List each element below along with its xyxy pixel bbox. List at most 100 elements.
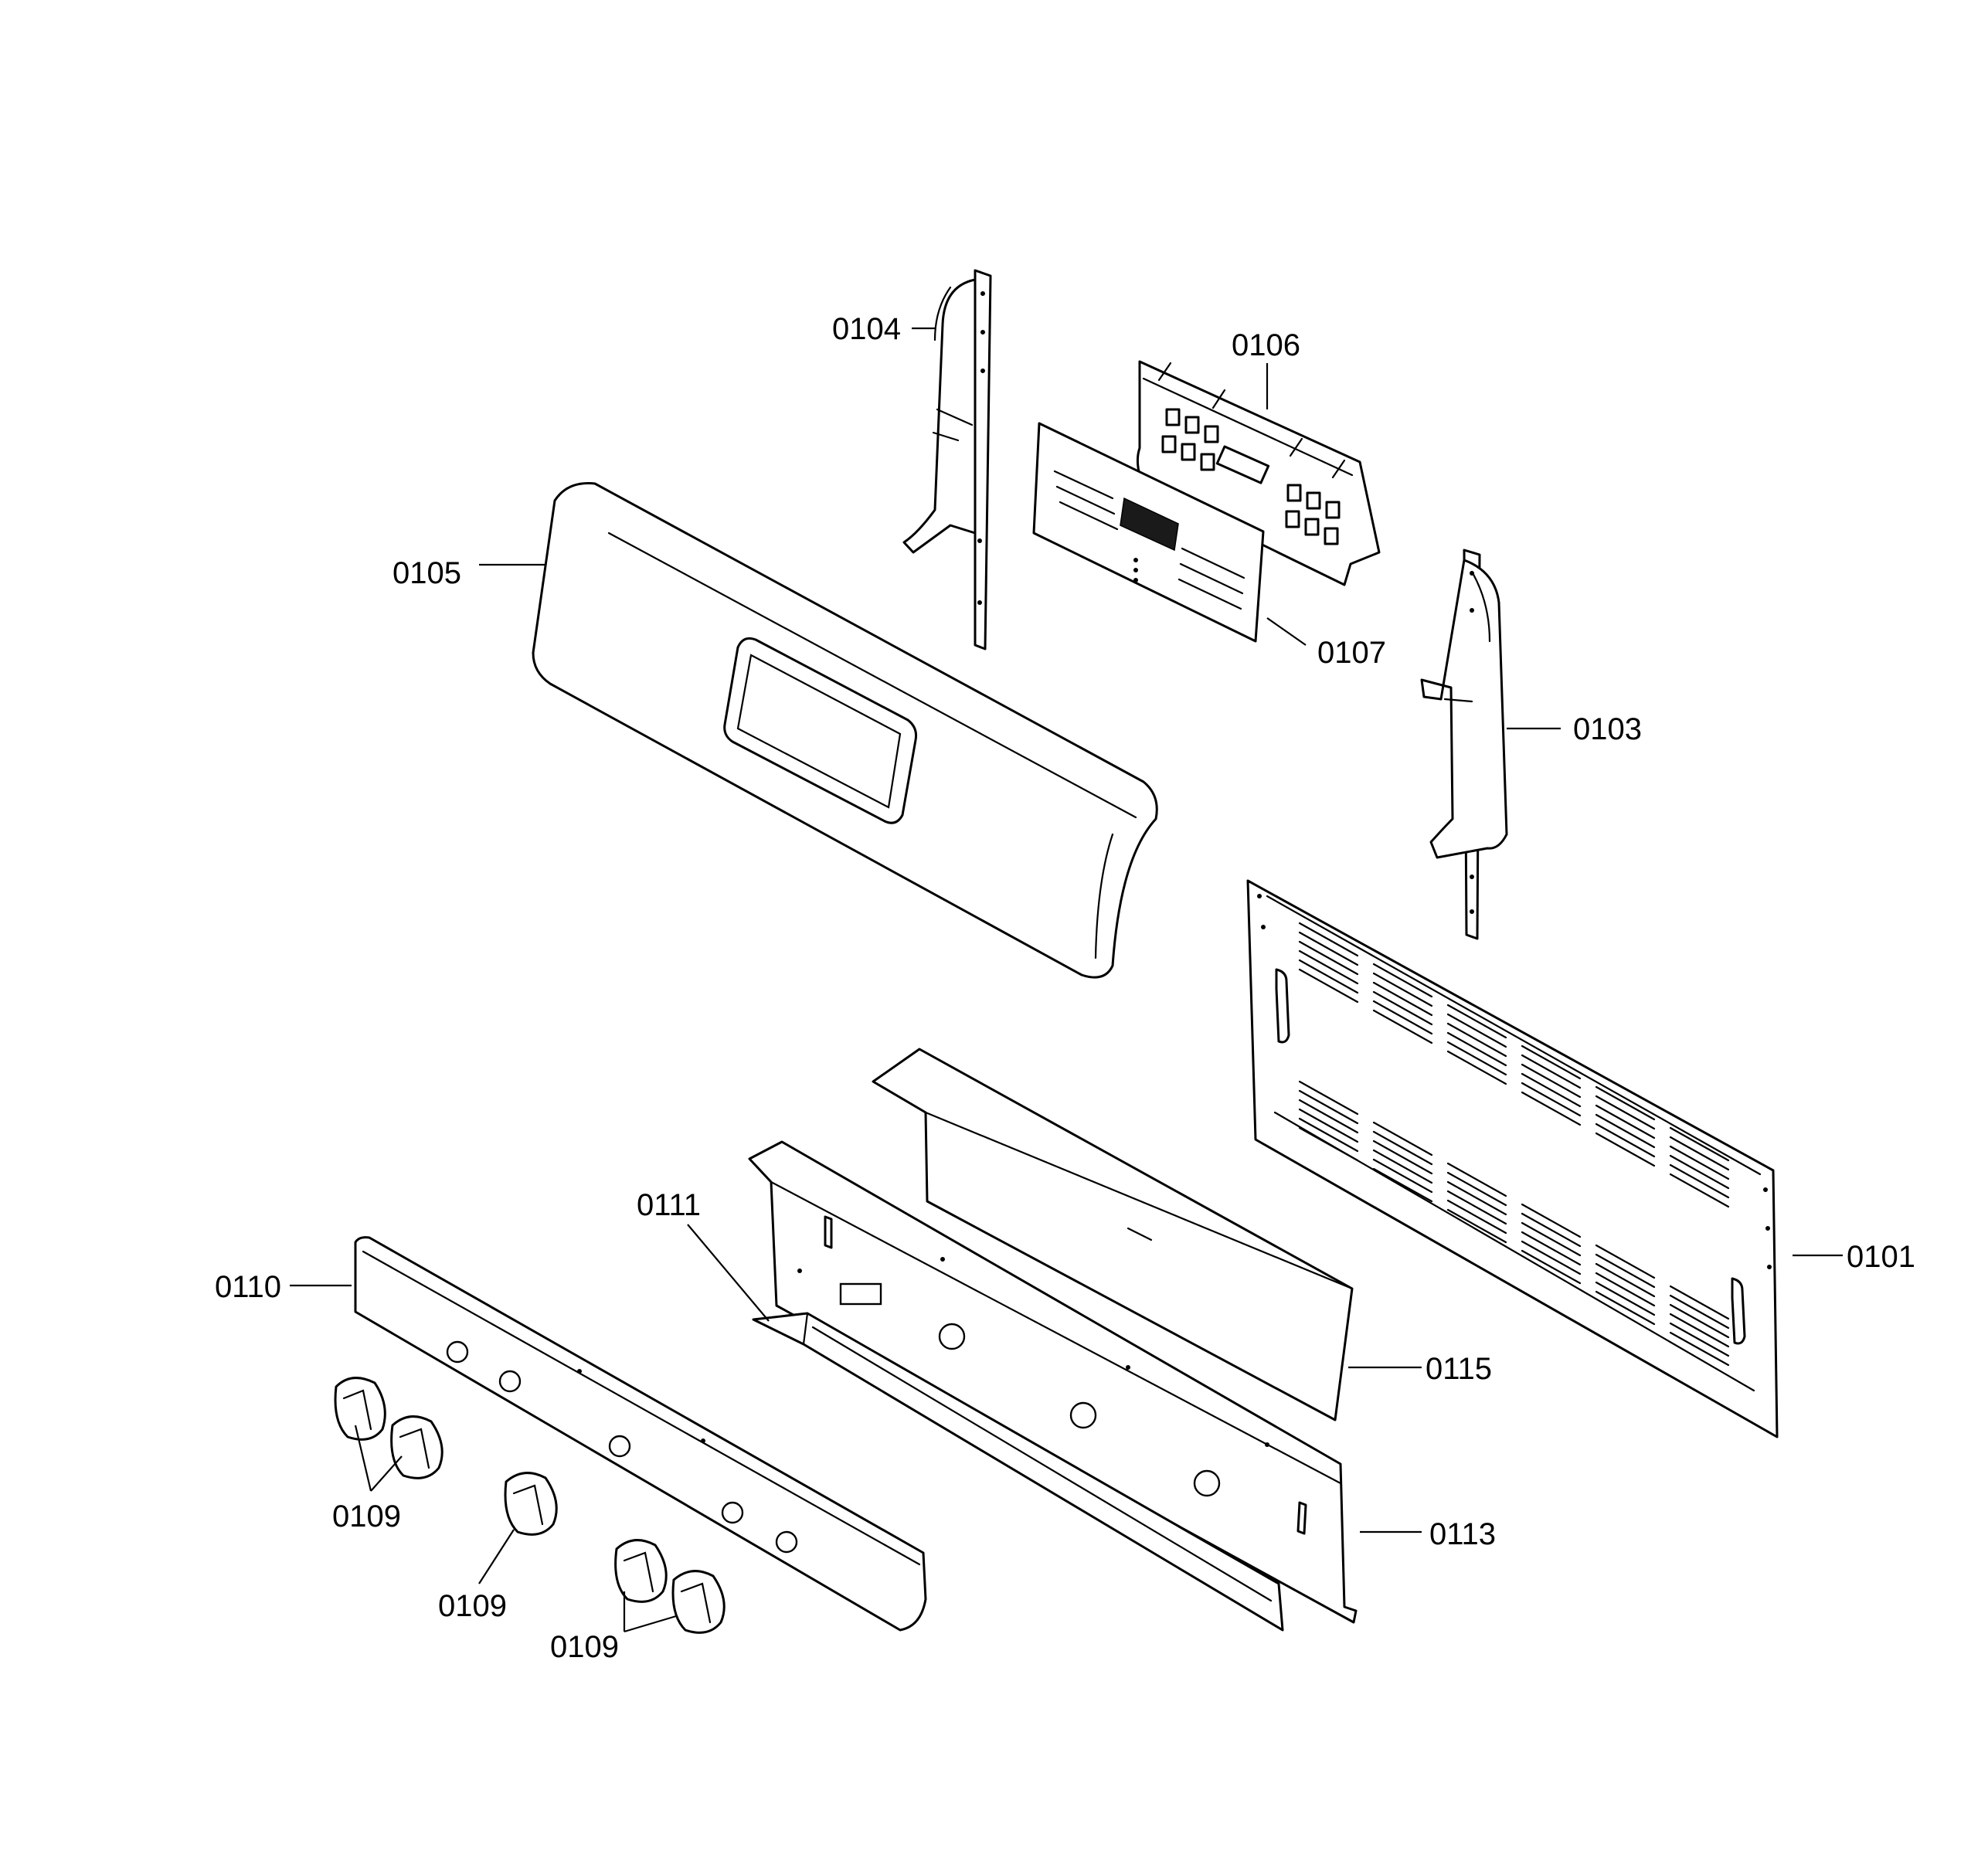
vent-slot: [1446, 1041, 1507, 1076]
knob-3: [504, 1472, 558, 1536]
vent-slot: [1521, 1231, 1582, 1266]
vent-slot: [1595, 1290, 1656, 1326]
callout-0104: 0104: [832, 312, 901, 346]
vent-slot: [1521, 1054, 1582, 1089]
callout-0101: 0101: [1847, 1240, 1915, 1274]
vent-slot: [1298, 959, 1359, 994]
part-0101-rear-panel: [1246, 879, 1779, 1438]
callout-0107: 0107: [1317, 636, 1386, 670]
vent-slot: [1298, 940, 1359, 976]
vent-slot: [1595, 1244, 1656, 1279]
vent-slot: [1595, 1095, 1656, 1130]
callout-0110: 0110: [215, 1270, 281, 1304]
knob-4: [614, 1539, 668, 1603]
vent-slot: [1298, 1108, 1359, 1143]
vent-slot: [1372, 1121, 1433, 1156]
vent-slot: [1298, 1089, 1359, 1125]
vent-slot: [1446, 1190, 1507, 1225]
vent-slot: [1521, 1212, 1582, 1248]
part-0109-knobs: [334, 1377, 726, 1634]
vent-slot: [1669, 1173, 1730, 1208]
vent-slot: [1446, 1171, 1507, 1207]
vent-slot: [1595, 1113, 1656, 1149]
vent-slot: [1595, 1262, 1656, 1298]
callout-0115: 0115: [1426, 1352, 1492, 1386]
vent-slot: [1372, 1130, 1433, 1166]
vent-slot: [1298, 949, 1359, 985]
vent-slot: [1446, 1199, 1507, 1235]
vent-slot: [1595, 1253, 1656, 1289]
vent-slot: [1669, 1163, 1730, 1199]
callout-0109-c: 0109: [550, 1630, 619, 1664]
vent-slot: [1372, 1139, 1433, 1175]
vent-slot: [1298, 922, 1359, 957]
part-0115-heat-shield: [872, 1048, 1354, 1421]
rear-panel-vents: [1298, 922, 1730, 1367]
callout-0103: 0103: [1573, 712, 1642, 746]
vent-slot: [1372, 1009, 1433, 1044]
vent-slot: [1521, 1091, 1582, 1126]
vent-slot: [1521, 1203, 1582, 1238]
vent-slot: [1446, 1013, 1507, 1048]
vent-slot: [1298, 1117, 1359, 1153]
vent-slot: [1669, 1303, 1730, 1339]
vent-slot: [1298, 968, 1359, 1004]
vent-slot: [1595, 1104, 1656, 1139]
leader-lines: [290, 327, 1843, 1633]
vent-slot: [1372, 1000, 1433, 1035]
vent-slot: [1669, 1313, 1730, 1348]
vent-slot: [1372, 963, 1433, 998]
vent-slot: [1446, 1162, 1507, 1197]
vent-slot: [1669, 1331, 1730, 1367]
vent-slot: [1595, 1132, 1656, 1167]
vent-slot: [1521, 1221, 1582, 1257]
callout-0105: 0105: [393, 556, 461, 590]
part-0103-right-end-bracket: [1420, 549, 1508, 940]
vent-slot: [1669, 1154, 1730, 1190]
part-0110-control-panel: [354, 1236, 927, 1632]
part-0105-backguard-panel: [532, 481, 1158, 979]
vent-slot: [1669, 1294, 1730, 1330]
part-0107-control-overlay: [1032, 422, 1265, 643]
callout-0111: 0111: [637, 1188, 701, 1222]
vent-slot: [1521, 1082, 1582, 1117]
vent-slot: [1372, 1149, 1433, 1184]
vent-slot: [1372, 990, 1433, 1026]
vent-slot: [1298, 1099, 1359, 1134]
vent-slot: [1372, 981, 1433, 1017]
vent-slot: [1669, 1145, 1730, 1180]
part-0113-manifold-panel: [748, 1140, 1358, 1624]
vent-slot: [1446, 1031, 1507, 1067]
callout-labels: 0104 0106 0105 0107 0103 0101 0111 0110 …: [215, 312, 1915, 1664]
vent-slot: [1595, 1122, 1656, 1158]
callout-0109-a: 0109: [332, 1499, 401, 1533]
vent-slot: [1446, 1022, 1507, 1058]
knob-1: [334, 1377, 386, 1441]
vent-slot: [1521, 1072, 1582, 1108]
vent-slot: [1521, 1044, 1582, 1080]
vent-slot: [1446, 1004, 1507, 1039]
vent-slot: [1595, 1272, 1656, 1307]
vent-slot: [1595, 1085, 1656, 1121]
callout-0109-b: 0109: [438, 1589, 507, 1623]
callout-0106: 0106: [1232, 328, 1300, 362]
vent-slot: [1669, 1322, 1730, 1357]
vent-slot: [1372, 1167, 1433, 1203]
vent-slot: [1298, 931, 1359, 966]
vent-slot: [1521, 1063, 1582, 1099]
vent-slot: [1372, 972, 1433, 1007]
knob-5: [671, 1570, 726, 1634]
vent-slot: [1372, 1158, 1433, 1194]
knob-2: [390, 1415, 443, 1479]
part-0106-electronic-control-board: [1136, 360, 1381, 586]
vent-slot: [1446, 1208, 1507, 1244]
control-board-button-grid: [1161, 408, 1341, 545]
vent-slot: [1521, 1249, 1582, 1285]
vent-slot: [1446, 1180, 1507, 1216]
vent-slot: [1669, 1136, 1730, 1171]
vent-slot: [1595, 1281, 1656, 1316]
vent-slot: [1669, 1285, 1730, 1320]
part-0104-left-end-bracket: [902, 269, 992, 650]
vent-slot: [1669, 1126, 1730, 1162]
